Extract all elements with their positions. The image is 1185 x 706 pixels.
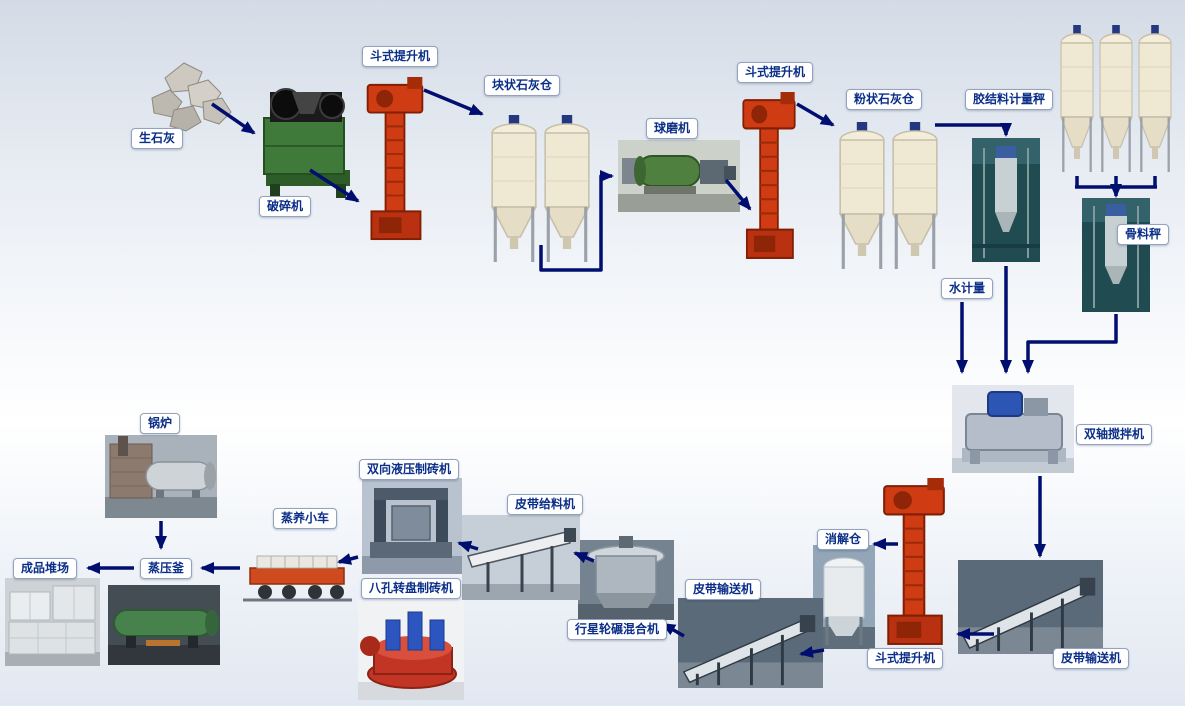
label-lump-lime-silo: 块状石灰仓 [484,75,561,96]
digestion-silo-image [813,545,875,649]
rotary-brick-machine-image [358,600,464,700]
label-twin-shaft-mixer: 双轴搅拌机 [1076,424,1153,445]
arrow-planetary-feeder [573,551,595,564]
label-autoclave: 蒸压釜 [140,558,193,579]
arrow-brickmachine-trolley [337,553,359,565]
arrow-elevator2-powdersilo [796,102,835,127]
crusher-image [263,88,350,198]
aggregate-scale-image [1082,198,1150,312]
boiler-image [105,435,217,518]
belt-feeder-image [462,515,580,600]
hydraulic-brick-machine-image [362,478,462,574]
powder-lime-silos-image [838,122,939,271]
arrow-elevator1-lumpsilo [423,88,484,116]
quicklime-rocks-image [151,62,232,132]
curing-trolley-image [243,555,352,602]
autoclave-image [108,585,220,665]
binder-scale-image [972,138,1040,262]
label-bucket-elevator-1: 斗式提升机 [362,46,439,67]
arrow-feeder-brickmachine [457,540,479,553]
label-ball-mill: 球磨机 [646,118,699,139]
arrow-ballmill-elevator2 [724,178,752,211]
ball-mill-image [618,140,740,212]
label-belt-conveyor-right: 皮带输送机 [1053,648,1130,669]
product-yard-image [5,578,100,666]
label-belt-feeder: 皮带给料机 [507,494,584,515]
label-product-yard: 成品堆场 [13,558,78,579]
label-curing-trolley: 蒸养小车 [273,508,338,529]
label-aggregate-scale: 骨料秤 [1117,224,1170,245]
bucket-elevator-1-image [366,75,424,241]
arrow-powdersilo-binderscale [935,123,1012,137]
bucket-elevator-2-image [742,91,796,259]
label-boiler: 锅炉 [140,413,181,434]
arrow-lumpsilo-ballmill [539,170,614,272]
aggregate-silos-image [1059,25,1173,174]
label-planetary-mixer: 行星轮碾混合机 [567,619,668,640]
label-crusher: 破碎机 [259,196,312,217]
belt-conveyor-mid-image [678,598,823,688]
label-binder-scale: 胶结料计量秤 [965,89,1054,110]
label-bucket-elevator-3: 斗式提升机 [867,648,944,669]
lump-lime-silos-image [490,115,591,264]
label-bucket-elevator-2: 斗式提升机 [737,62,814,83]
arrow-quicklime-crusher [211,102,256,135]
arrow-digestion-midconveyor [799,646,825,658]
label-quicklime: 生石灰 [131,128,184,149]
label-water-meter: 水计量 [941,278,994,299]
planetary-mixer-image [578,536,674,620]
belt-conveyor-right-image [958,560,1103,654]
label-powder-lime-silo: 粉状石灰仓 [846,89,923,110]
label-belt-conveyor-mid: 皮带输送机 [685,579,762,600]
label-digestion-silo: 消解仓 [817,529,870,550]
arrow-crusher-elevator1 [309,168,360,203]
bucket-elevator-3-image [883,476,945,645]
label-hydraulic-brick-machine: 双向液压制砖机 [359,459,460,480]
twin-shaft-mixer-image [952,385,1074,473]
label-rotary-brick-machine: 八孔转盘制砖机 [361,578,462,599]
flow-arrows [86,88,1157,658]
arrow-aggscale-mixer [1022,314,1118,374]
